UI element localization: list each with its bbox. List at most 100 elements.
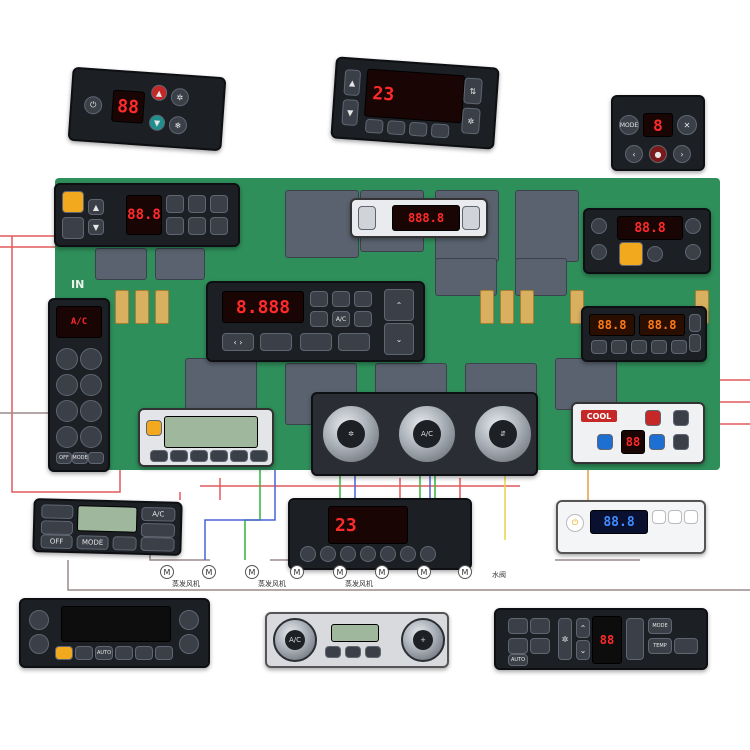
button[interactable] bbox=[166, 195, 184, 213]
button[interactable] bbox=[674, 638, 698, 654]
button[interactable] bbox=[645, 410, 661, 426]
button[interactable] bbox=[508, 618, 528, 634]
button[interactable] bbox=[530, 638, 550, 654]
button[interactable] bbox=[155, 646, 173, 660]
mode-button[interactable]: MODE bbox=[76, 535, 109, 551]
button[interactable] bbox=[29, 634, 49, 654]
button[interactable] bbox=[530, 618, 550, 634]
button[interactable] bbox=[320, 546, 336, 562]
fan-button[interactable] bbox=[260, 333, 292, 351]
up-button[interactable] bbox=[689, 314, 701, 332]
button[interactable] bbox=[80, 348, 102, 370]
button[interactable] bbox=[179, 610, 199, 630]
button[interactable] bbox=[647, 246, 663, 262]
bottom-button[interactable] bbox=[364, 118, 384, 134]
button[interactable] bbox=[170, 450, 188, 462]
temp-down-button[interactable]: ▼ bbox=[148, 114, 166, 132]
right-button[interactable]: › bbox=[673, 145, 691, 163]
mode-button[interactable]: MODE bbox=[619, 115, 639, 135]
button[interactable] bbox=[135, 646, 153, 660]
button[interactable] bbox=[80, 374, 102, 396]
power-button[interactable]: ⏻ bbox=[83, 95, 103, 115]
button[interactable] bbox=[354, 291, 372, 307]
left-button[interactable]: ‹ bbox=[625, 145, 643, 163]
button[interactable] bbox=[420, 546, 436, 562]
close-icon[interactable]: ✕ bbox=[677, 115, 697, 135]
button[interactable] bbox=[345, 646, 361, 658]
mode-button[interactable]: MODE bbox=[648, 618, 672, 634]
off-button[interactable]: OFF bbox=[40, 534, 73, 550]
fan-button[interactable]: ✲ bbox=[460, 107, 481, 135]
button[interactable] bbox=[230, 450, 248, 462]
fan-button[interactable]: ✲ bbox=[558, 618, 572, 660]
button[interactable] bbox=[591, 218, 607, 234]
button[interactable] bbox=[400, 546, 416, 562]
button[interactable] bbox=[338, 333, 370, 351]
button[interactable] bbox=[179, 634, 199, 654]
button[interactable] bbox=[684, 510, 698, 524]
button[interactable] bbox=[597, 434, 613, 450]
button[interactable] bbox=[56, 348, 78, 370]
up-button[interactable]: ⌃ bbox=[576, 618, 590, 638]
ac-knob[interactable]: A/C bbox=[273, 618, 317, 662]
fan-icon[interactable]: ✲ bbox=[170, 87, 190, 107]
mode-button[interactable]: MODE bbox=[72, 452, 88, 464]
button[interactable] bbox=[140, 522, 176, 538]
button[interactable] bbox=[115, 646, 133, 660]
button[interactable] bbox=[673, 410, 689, 426]
down-button[interactable]: ⌄ bbox=[576, 640, 590, 660]
button[interactable] bbox=[62, 217, 84, 239]
defrost-icon[interactable]: ❄ bbox=[168, 115, 188, 135]
left-button[interactable]: ‹ › bbox=[222, 333, 254, 351]
down-button[interactable]: ⌄ bbox=[384, 323, 414, 355]
bottom-button[interactable] bbox=[386, 120, 406, 136]
button[interactable] bbox=[80, 426, 102, 448]
button[interactable] bbox=[310, 291, 328, 307]
button[interactable] bbox=[29, 610, 49, 630]
auto-button[interactable]: AUTO bbox=[508, 654, 528, 666]
button[interactable] bbox=[462, 206, 480, 230]
button[interactable] bbox=[365, 646, 381, 658]
button[interactable] bbox=[300, 333, 332, 351]
down-button[interactable]: ▼ bbox=[88, 219, 104, 235]
button[interactable] bbox=[188, 195, 206, 213]
button[interactable] bbox=[325, 646, 341, 658]
button[interactable] bbox=[673, 434, 689, 450]
button[interactable] bbox=[611, 340, 627, 354]
button[interactable] bbox=[80, 400, 102, 422]
button[interactable] bbox=[55, 646, 73, 660]
mode-knob[interactable]: ⇵ bbox=[473, 404, 533, 464]
auto-button[interactable]: AUTO bbox=[95, 646, 113, 660]
button[interactable] bbox=[668, 510, 682, 524]
button[interactable] bbox=[166, 217, 184, 235]
button[interactable] bbox=[631, 340, 647, 354]
up-button[interactable]: ▲ bbox=[88, 199, 104, 215]
off-button[interactable]: OFF bbox=[56, 452, 72, 464]
button[interactable] bbox=[649, 434, 665, 450]
button[interactable] bbox=[671, 340, 687, 354]
button[interactable] bbox=[358, 206, 376, 230]
down-button[interactable] bbox=[689, 334, 701, 352]
bottom-button[interactable] bbox=[430, 123, 450, 139]
button[interactable] bbox=[310, 311, 328, 327]
button[interactable] bbox=[56, 374, 78, 396]
ac-button[interactable]: A/C bbox=[332, 311, 350, 327]
button[interactable] bbox=[210, 195, 228, 213]
button[interactable] bbox=[75, 646, 93, 660]
button[interactable] bbox=[591, 340, 607, 354]
button[interactable] bbox=[332, 291, 350, 307]
mode-button[interactable]: ⇅ bbox=[463, 77, 483, 105]
button[interactable] bbox=[651, 340, 667, 354]
button[interactable] bbox=[300, 546, 316, 562]
up-button[interactable]: ⌃ bbox=[384, 289, 414, 321]
button[interactable] bbox=[150, 450, 168, 462]
ac-button[interactable]: A/C bbox=[141, 506, 176, 522]
button[interactable] bbox=[190, 450, 208, 462]
button[interactable] bbox=[652, 510, 666, 524]
button[interactable] bbox=[88, 452, 104, 464]
button[interactable] bbox=[188, 217, 206, 235]
button[interactable] bbox=[140, 536, 175, 552]
fan-button[interactable] bbox=[619, 242, 643, 266]
button[interactable] bbox=[210, 217, 228, 235]
down-button[interactable]: ▼ bbox=[341, 98, 360, 127]
